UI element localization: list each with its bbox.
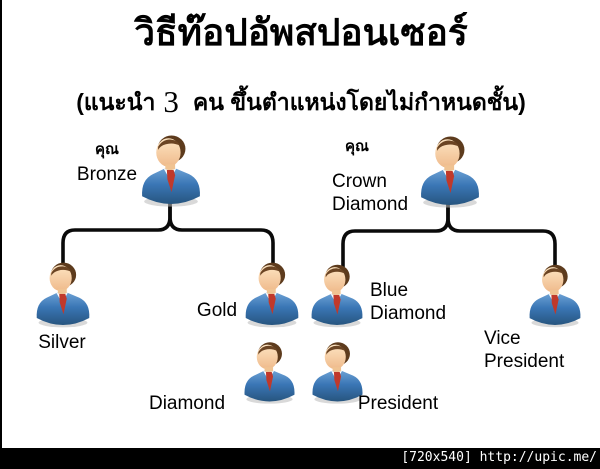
person-icon-diamond (244, 342, 295, 404)
person-icon-crown-diamond (421, 136, 479, 208)
you-label-bronze: คุณ (95, 141, 119, 158)
page-subtitle: (แนะนำ 3 คน ขึ้นตำแหน่งโดยไม่กำหนดชั้น) (2, 76, 600, 129)
person-icon-vice-president (529, 264, 581, 328)
footer-bar: [720x540] http://upic.me/ (2, 448, 600, 469)
node-label-silver: Silver (38, 332, 86, 353)
node-label-crown-diamond: Crown Diamond (332, 171, 409, 216)
node-label-diamond: Diamond (148, 393, 226, 414)
node-label-blue-diamond: Blue Diamond (370, 280, 447, 325)
node-label-vice-president: Vice President (484, 328, 565, 373)
connector-crown-vicepresident (446, 201, 557, 269)
person-icon-silver (36, 262, 90, 328)
subtitle-prefix: (แนะนำ (76, 89, 156, 115)
subtitle-number: 3 (163, 84, 179, 119)
you-label-crown-diamond: คุณ (345, 138, 369, 155)
node-label-bronze: Bronze (76, 164, 138, 185)
footer-caption: [720x540] http://upic.me/ (401, 450, 597, 465)
subtitle-suffix: คน ขึ้นตำแหน่งโดยไม่กำหนดชั้น) (192, 89, 526, 115)
node-label-gold: Gold (196, 300, 238, 321)
node-label-president: President (357, 393, 439, 414)
connector-bronze-gold (168, 200, 275, 272)
page-title: วิธีท๊อปอัพสปอนเซอร์ (134, 12, 468, 53)
person-icon-blue-diamond (311, 264, 363, 328)
